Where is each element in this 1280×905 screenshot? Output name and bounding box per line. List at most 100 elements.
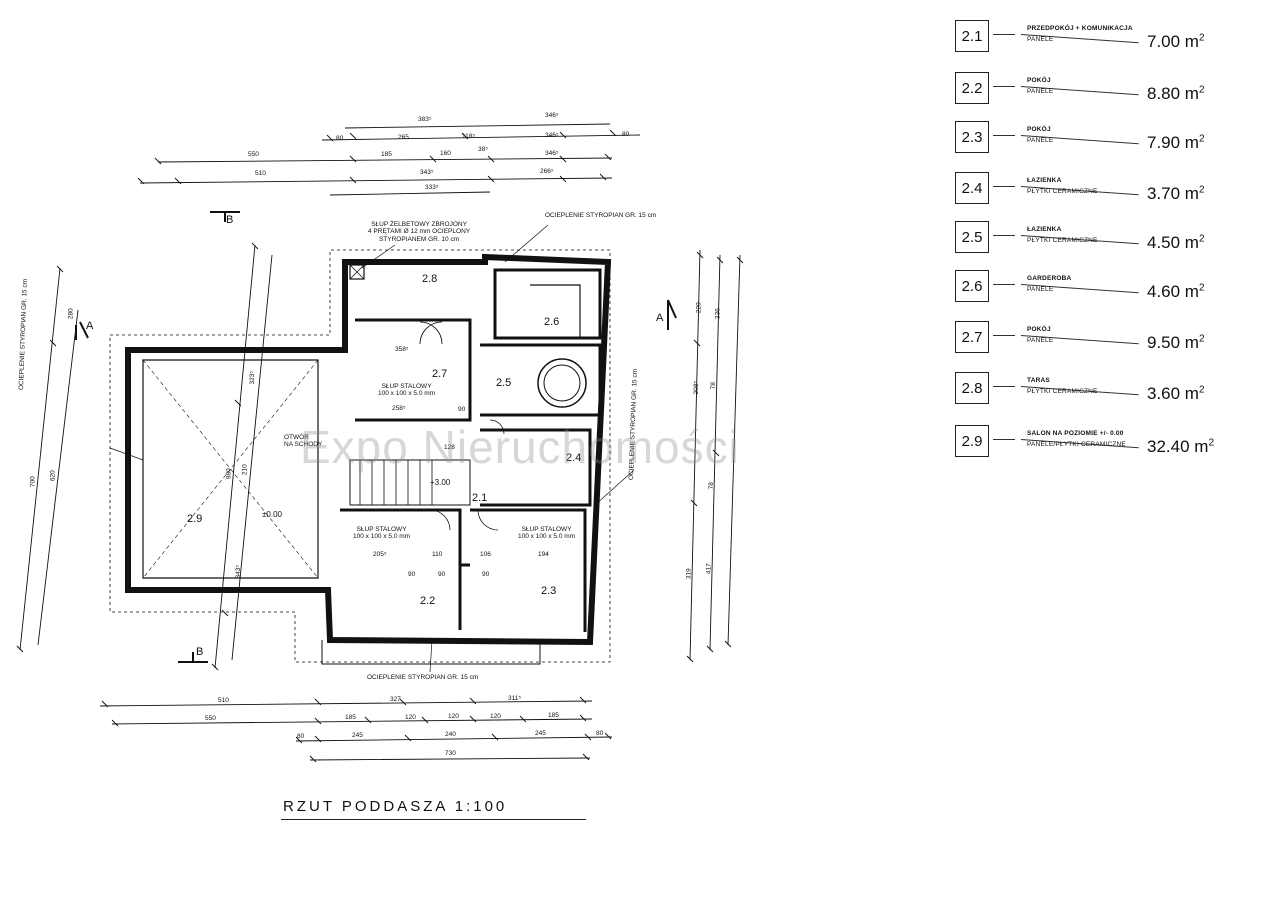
dim-inside: 106 <box>480 551 491 558</box>
dim-top: 80 <box>336 135 344 142</box>
legend-tick <box>993 335 1015 336</box>
plan-label-2-7: 2.7 <box>432 368 448 380</box>
dim-left: 323⁵ <box>249 370 257 385</box>
dim-bottom: 730 <box>445 750 456 757</box>
dim-inside: 128 <box>444 444 455 451</box>
dim-left: 980 <box>225 468 233 480</box>
room-number: 2.2 <box>955 72 989 104</box>
plan-label-2-6: 2.6 <box>544 316 560 328</box>
room-floor: PANELE <box>1027 88 1054 95</box>
dim-bottom: 240 <box>445 731 456 738</box>
room-floor: PANELE <box>1027 337 1054 344</box>
steel-column-note-3: SŁUP STALOWY 100 x 100 x 5.0 mm <box>518 526 576 541</box>
dim-left: 620 <box>49 470 57 482</box>
room-name: PRZEDPOKÓJ + KOMUNIKACJA <box>1027 25 1133 32</box>
dim-left: 280 <box>67 308 75 320</box>
dim-bottom: 311⁵ <box>508 695 522 702</box>
dim-inside: 90 <box>458 406 466 413</box>
plan-label-2-4: 2.4 <box>566 452 582 464</box>
section-mark-b-top: B <box>226 214 234 226</box>
room-floor: PŁYTKI CERAMICZNE <box>1027 237 1098 244</box>
dim-top: 343⁵ <box>420 169 434 176</box>
dim-top: 550 <box>248 151 259 158</box>
insulation-top-note: OCIEPLENIE STYROPIAN GR. 15 cm <box>545 212 657 219</box>
room-number: 2.1 <box>955 20 989 52</box>
room-area: 7.00 m2 <box>1147 32 1205 51</box>
dim-left: 210 <box>241 464 249 476</box>
room-area: 7.90 m2 <box>1147 133 1205 152</box>
dim-right: 78 <box>709 382 717 390</box>
dim-inside: 90 <box>408 571 416 578</box>
dim-inside: 205⁵ <box>373 551 387 558</box>
plan-label-2-8: 2.8 <box>422 273 438 285</box>
dim-bottom: 327 <box>390 696 401 703</box>
dim-inside: 258⁵ <box>392 405 406 412</box>
room-floor: PŁYTKI CERAMICZNE <box>1027 388 1098 395</box>
dim-top: 346⁵ <box>545 150 559 157</box>
room-legend-2-9: 2.9 SALON NA POZIOMIE +/- 0.00 PANELE/PŁ… <box>955 425 1255 469</box>
dim-top: 265 <box>398 134 409 141</box>
dim-bottom: 120 <box>490 713 501 720</box>
room-area: 4.60 m2 <box>1147 282 1205 301</box>
plan-label-2-5: 2.5 <box>496 377 512 389</box>
dim-top: 510 <box>255 170 266 177</box>
room-name: POKÓJ <box>1027 326 1051 333</box>
dim-top: 383⁵ <box>418 116 432 123</box>
dim-top: 80 <box>622 131 630 138</box>
room-area: 4.50 m2 <box>1147 233 1205 252</box>
legend-tick <box>993 439 1015 440</box>
dim-right: 319 <box>685 568 693 580</box>
dim-right: 417 <box>705 563 713 575</box>
room-legend-2-5: 2.5 ŁAZIENKA PŁYTKI CERAMICZNE 4.50 m2 <box>955 221 1255 265</box>
room-name: GARDEROBA <box>1027 275 1072 282</box>
dim-top: 185 <box>381 151 392 158</box>
dim-inside: 358⁵ <box>395 346 409 353</box>
room-number: 2.9 <box>955 425 989 457</box>
legend-tick <box>993 34 1015 35</box>
level-upper: +3.00 <box>430 478 451 487</box>
room-name: SALON NA POZIOMIE +/- 0.00 <box>1027 430 1124 437</box>
dim-top: 160 <box>440 150 451 157</box>
legend-tick <box>993 186 1015 187</box>
dim-top: 38⁵ <box>478 146 488 153</box>
dim-inside: 110 <box>432 551 443 558</box>
dim-right: 208⁵ <box>693 380 701 395</box>
dim-bottom: 80 <box>596 730 604 737</box>
room-legend-2-2: 2.2 POKÓJ PANELE 8.80 m2 <box>955 72 1255 116</box>
plan-label-2-2: 2.2 <box>420 595 436 607</box>
dim-bottom: 185 <box>345 714 356 721</box>
legend-tick <box>993 284 1015 285</box>
room-number: 2.3 <box>955 121 989 153</box>
dim-bottom: 510 <box>218 697 229 704</box>
dim-bottom: 80 <box>297 733 305 740</box>
section-mark-a-left: A <box>86 320 94 332</box>
dim-right: 220 <box>695 302 703 314</box>
room-number: 2.4 <box>955 172 989 204</box>
room-number: 2.5 <box>955 221 989 253</box>
room-name: ŁAZIENKA <box>1027 226 1062 233</box>
watermark: Expo Nieruchomości <box>300 421 740 473</box>
dim-bottom: 120 <box>448 713 459 720</box>
room-legend-2-6: 2.6 GARDEROBA PANELE 4.60 m2 <box>955 270 1255 314</box>
dim-bottom: 245 <box>535 730 546 737</box>
plan-label-2-3: 2.3 <box>541 585 557 597</box>
room-legend-2-4: 2.4 ŁAZIENKA PŁYTKI CERAMICZNE 3.70 m2 <box>955 172 1255 216</box>
steel-column-note-2: SŁUP STALOWY 100 x 100 x 5.0 mm <box>353 526 411 541</box>
dim-inside: 194 <box>538 551 549 558</box>
room-name: ŁAZIENKA <box>1027 177 1062 184</box>
plan-label-2-9: 2.9 <box>187 513 203 525</box>
room-floor: PANELE <box>1027 286 1054 293</box>
dim-right: 78 <box>707 482 715 490</box>
room-legend-2-8: 2.8 TARAS PŁYTKI CERAMICZNE 3.60 m2 <box>955 372 1255 416</box>
section-mark-b-bottom: B <box>196 646 204 658</box>
dim-bottom: 185 <box>548 712 559 719</box>
dim-inside: 90 <box>482 571 490 578</box>
room-legend-2-3: 2.3 POKÓJ PANELE 7.90 m2 <box>955 121 1255 165</box>
dim-top: 346⁵ <box>545 112 559 119</box>
room-number: 2.8 <box>955 372 989 404</box>
room-area: 3.60 m2 <box>1147 384 1205 403</box>
room-legend-2-7: 2.7 POKÓJ PANELE 9.50 m2 <box>955 321 1255 365</box>
legend-tick <box>993 386 1015 387</box>
room-number: 2.7 <box>955 321 989 353</box>
